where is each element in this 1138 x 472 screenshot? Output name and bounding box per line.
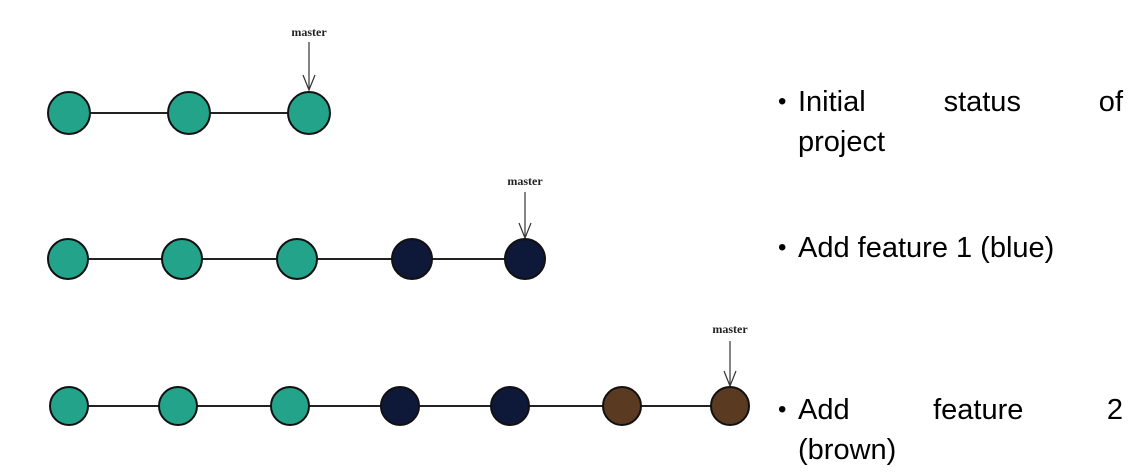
bullet-marker: • [778,88,787,115]
commit-node-feature1 [391,238,433,280]
commit-node-initial [167,91,211,135]
commit-node-initial [287,91,331,135]
commit-node-initial [49,386,89,426]
commit-node-feature2 [710,386,750,426]
bullet-text-line1: Add feature 1 (blue) [798,232,1055,264]
bullet-marker: • [778,234,787,261]
commit-node-feature1 [380,386,420,426]
master-arrow [518,192,532,240]
commit-row-feature1: master [47,174,546,280]
bullet-initial-status: • Initial status of project [778,82,1123,162]
master-arrow [723,341,737,388]
bullet-text-line2: (brown) [798,434,897,466]
bullet-feature-1: • Add feature 1 (blue) [778,228,1123,268]
master-branch-label: master [291,25,327,39]
commit-node-feature1 [504,238,546,280]
bullet-text-line1: Initial status of [798,86,1123,118]
commit-node-feature1 [490,386,530,426]
commit-row-feature2: master [49,322,750,426]
bullet-text-line1: Add feature 2 [798,394,1123,426]
bullet-text-line2: project [798,126,886,158]
master-arrow [302,42,316,92]
bullet-marker: • [778,396,787,423]
commit-node-feature2 [602,386,642,426]
commit-node-initial [47,91,91,135]
commit-node-initial [47,238,89,280]
commit-node-initial [161,238,203,280]
commit-node-initial [276,238,318,280]
master-branch-label: master [712,322,748,336]
bullet-feature-2: • Add feature 2 (brown) [778,390,1123,470]
commit-node-initial [270,386,310,426]
master-branch-label: master [507,174,543,188]
commit-row-initial: master [47,25,331,135]
commit-node-initial [158,386,198,426]
